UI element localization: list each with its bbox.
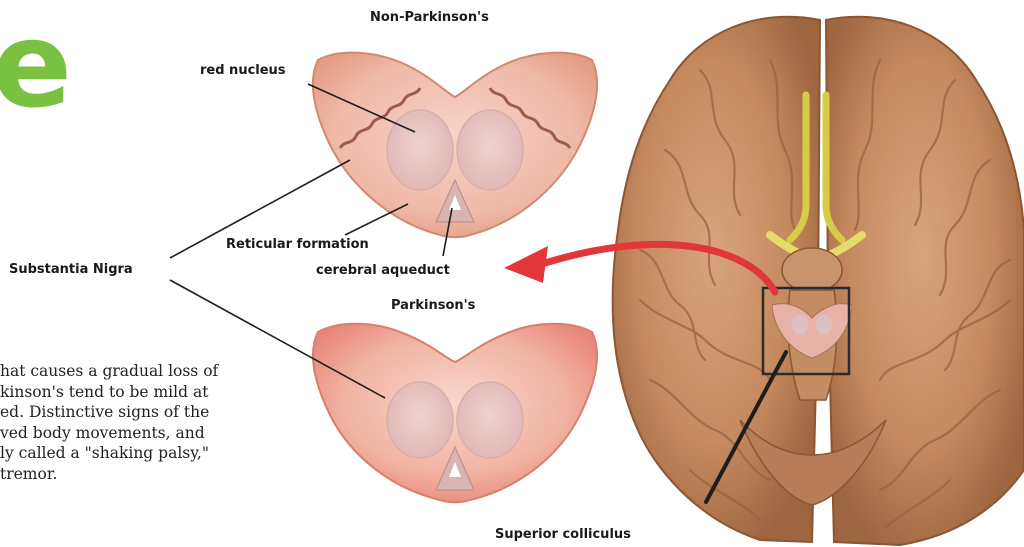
- label-non-parkinsons: Non-Parkinson's: [370, 10, 489, 25]
- label-parkinsons: Parkinson's: [391, 298, 475, 313]
- body-line: tremor.: [0, 464, 300, 485]
- label-red-nucleus: red nucleus: [200, 63, 286, 78]
- label-substantia-nigra: Substantia Nigra: [9, 262, 133, 277]
- label-cerebral-aqueduct: cerebral aqueduct: [316, 263, 450, 278]
- body-line: ved body movements, and: [0, 423, 300, 444]
- label-superior-colliculus: Superior colliculus: [495, 527, 631, 542]
- body-line: hat causes a gradual loss of: [0, 361, 300, 382]
- body-line: kinson's tend to be mild at: [0, 382, 300, 403]
- midbrain-section-parkinsons: [313, 324, 597, 503]
- label-reticular-formation: Reticular formation: [226, 237, 369, 252]
- midbrain-section-normal: [313, 53, 597, 238]
- body-paragraph: hat causes a gradual loss of kinson's te…: [0, 361, 300, 484]
- brain-illustration: [613, 17, 1024, 545]
- body-line: ed. Distinctive signs of the: [0, 402, 300, 423]
- body-line: ly called a "shaking palsy,": [0, 443, 300, 464]
